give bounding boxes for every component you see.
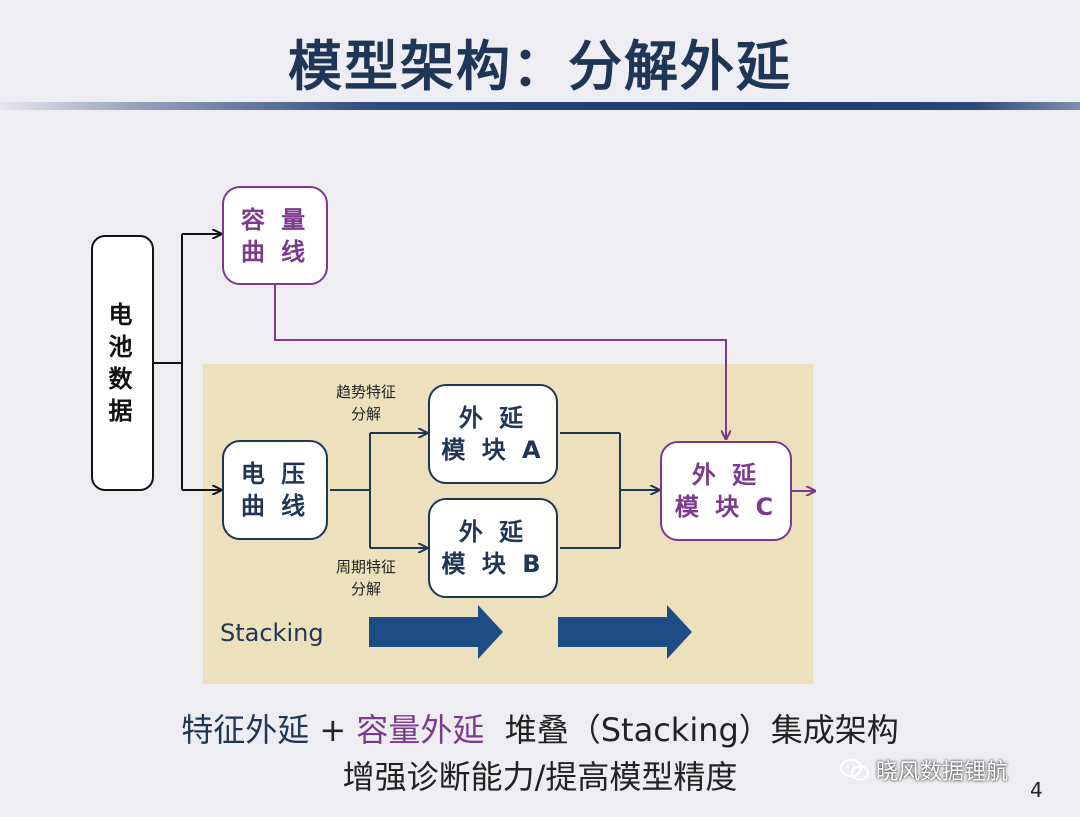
voltage-curve-node: 电 压 曲 线 — [222, 440, 328, 540]
module-a-line-2: 模 块 A — [441, 436, 545, 464]
feature-extension-text: 特征外延 — [181, 711, 310, 749]
module-b-line-1: 外 延 — [458, 518, 528, 546]
voltage-branch-lines — [330, 433, 427, 548]
summary-line-2: 增强诊断能力/提高模型精度 — [342, 758, 738, 796]
title-rule — [0, 102, 1080, 110]
stacking-arrow-2 — [558, 605, 692, 659]
module-a-line-1: 外 延 — [458, 404, 528, 432]
capacity-path — [274, 285, 815, 491]
stacking-architecture-text: 堆叠（Stacking）集成架构 — [484, 711, 899, 749]
trend-label-line-2: 分解 — [350, 405, 381, 423]
watermark: 晓风数据锂航 — [840, 754, 1008, 786]
voltage-line-1: 电 压 — [240, 460, 310, 488]
extension-module-b: 外 延 模 块 B — [428, 498, 558, 598]
battery-char-3: 数 — [108, 365, 137, 393]
module-b-line-2: 模 块 B — [441, 550, 545, 578]
module-c-line-1: 外 延 — [691, 461, 761, 489]
page-number: 4 — [1030, 778, 1043, 802]
slide-title: 模型架构：分解外延 — [288, 35, 792, 98]
watermark-text: 晓风数据锂航 — [876, 760, 1009, 785]
capacity-line-1: 容 量 — [240, 205, 310, 234]
summary-line-1: 特征外延 + 容量外延 堆叠（Stacking）集成架构 — [0, 705, 1080, 751]
period-label-line-2: 分解 — [350, 580, 381, 598]
stacking-label: Stacking — [220, 619, 324, 647]
trend-label-line-1: 趋势特征 — [335, 383, 396, 401]
merge-lines — [560, 432, 659, 549]
period-decomposition-label: 周期特征 分解 — [326, 556, 406, 600]
capacity-curve-node: 容 量 曲 线 — [222, 186, 328, 285]
extension-module-c: 外 延 模 块 C — [660, 441, 792, 541]
stacking-arrow-1 — [369, 605, 503, 659]
battery-char-4: 据 — [108, 397, 137, 425]
battery-data-node: 电 池 数 据 — [91, 235, 154, 491]
trend-decomposition-label: 趋势特征 分解 — [326, 381, 406, 425]
voltage-line-2: 曲 线 — [240, 492, 310, 520]
capacity-line-2: 曲 线 — [240, 237, 310, 266]
plus-text: + — [309, 711, 357, 749]
module-c-line-2: 模 块 C — [674, 493, 778, 521]
wechat-icon — [840, 759, 869, 781]
stacking-arrows — [369, 605, 692, 659]
battery-branch-lines — [154, 234, 221, 490]
extension-module-a: 外 延 模 块 A — [428, 384, 558, 484]
period-label-line-1: 周期特征 — [335, 558, 396, 576]
battery-char-2: 池 — [108, 333, 137, 361]
capacity-extension-text: 容量外延 — [356, 711, 485, 749]
battery-char-1: 电 — [108, 301, 137, 329]
